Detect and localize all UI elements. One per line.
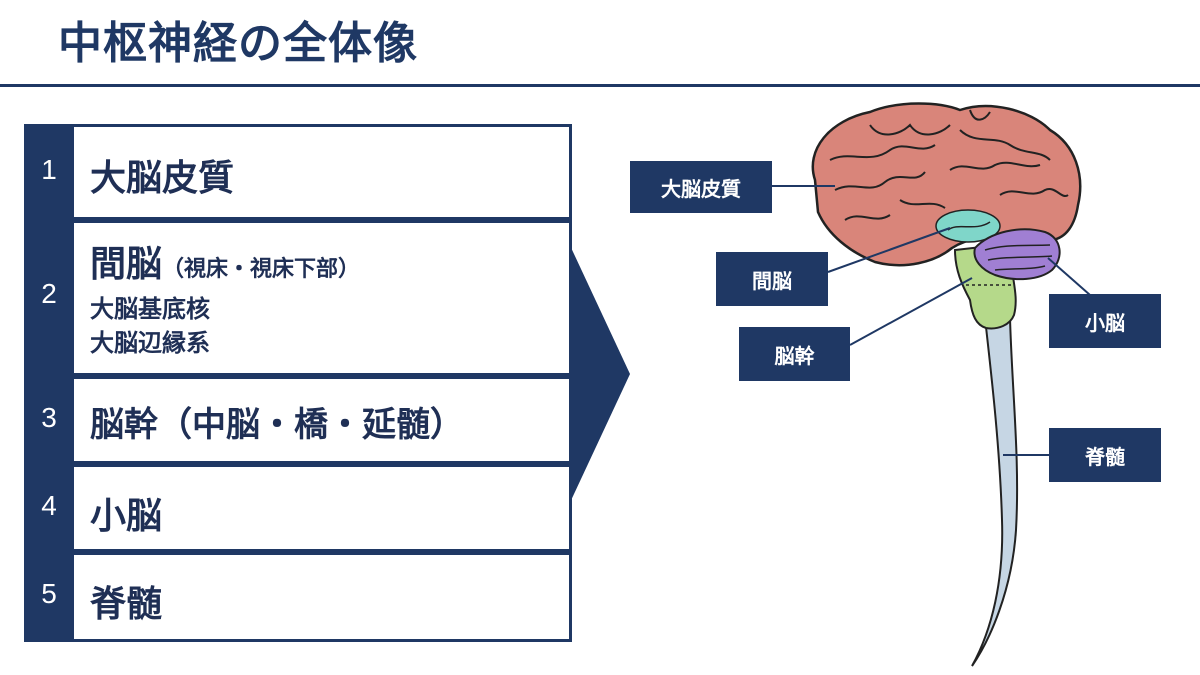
list-cell: 小脳 <box>74 467 569 549</box>
cerebellum-folia <box>984 244 1053 271</box>
list-sub-text: 大脳辺縁系 <box>90 329 210 357</box>
label-spinal-cord: 脊髄 <box>1049 428 1161 482</box>
list-number: 2 <box>41 278 57 309</box>
list-number: 4 <box>41 490 57 521</box>
page-title: 中枢神経の全体像 <box>58 18 418 69</box>
structure-list: 1 大脳皮質 2 間脳（視床・視床下部） 大脳基底核 大脳辺縁系 3 脳幹（中脳… <box>24 124 572 642</box>
list-paren-text: （視床・視床下部） <box>162 257 361 282</box>
label-cerebellum: 小脳 <box>1049 294 1161 348</box>
label-cortex: 大脳皮質 <box>630 161 772 213</box>
list-cell: 大脳皮質 <box>74 127 569 217</box>
list-number: 3 <box>41 402 57 433</box>
list-item-3: 3 脳幹（中脳・橋・延髄） <box>24 376 572 464</box>
list-item-4: 4 小脳 <box>24 464 572 552</box>
title-divider <box>0 84 1200 87</box>
list-item-5: 5 脊髄 <box>24 552 572 642</box>
label-diencephalon: 間脳 <box>716 252 828 306</box>
list-cell: 脳幹（中脳・橋・延髄） <box>74 379 569 461</box>
cortex-gyri <box>829 109 1069 221</box>
list-number: 1 <box>41 154 57 185</box>
list-main-text: 間脳 <box>90 244 163 285</box>
list-main-text: 脳幹（中脳・橋・延髄） <box>90 405 464 445</box>
list-number: 5 <box>41 578 57 609</box>
list-main-text: 脊髄 <box>90 584 163 625</box>
spinal-cord-shape <box>971 317 1019 667</box>
list-item-2: 2 間脳（視床・視床下部） 大脳基底核 大脳辺縁系 <box>24 220 572 376</box>
list-main-text: 小脳 <box>90 496 163 537</box>
list-sub-text: 大脳基底核 <box>90 295 210 323</box>
list-main-line: 間脳（視床・視床下部） <box>90 235 360 287</box>
label-brainstem: 脳幹 <box>739 327 850 381</box>
list-main-text: 大脳皮質 <box>90 158 235 199</box>
list-cell: 脊髄 <box>74 555 569 639</box>
cortex-shape <box>811 102 1082 267</box>
list-item-1: 1 大脳皮質 <box>24 124 572 220</box>
diencephalon-shape <box>935 209 1001 243</box>
leader-lines <box>772 185 1091 456</box>
list-cell: 間脳（視床・視床下部） 大脳基底核 大脳辺縁系 <box>74 223 569 373</box>
